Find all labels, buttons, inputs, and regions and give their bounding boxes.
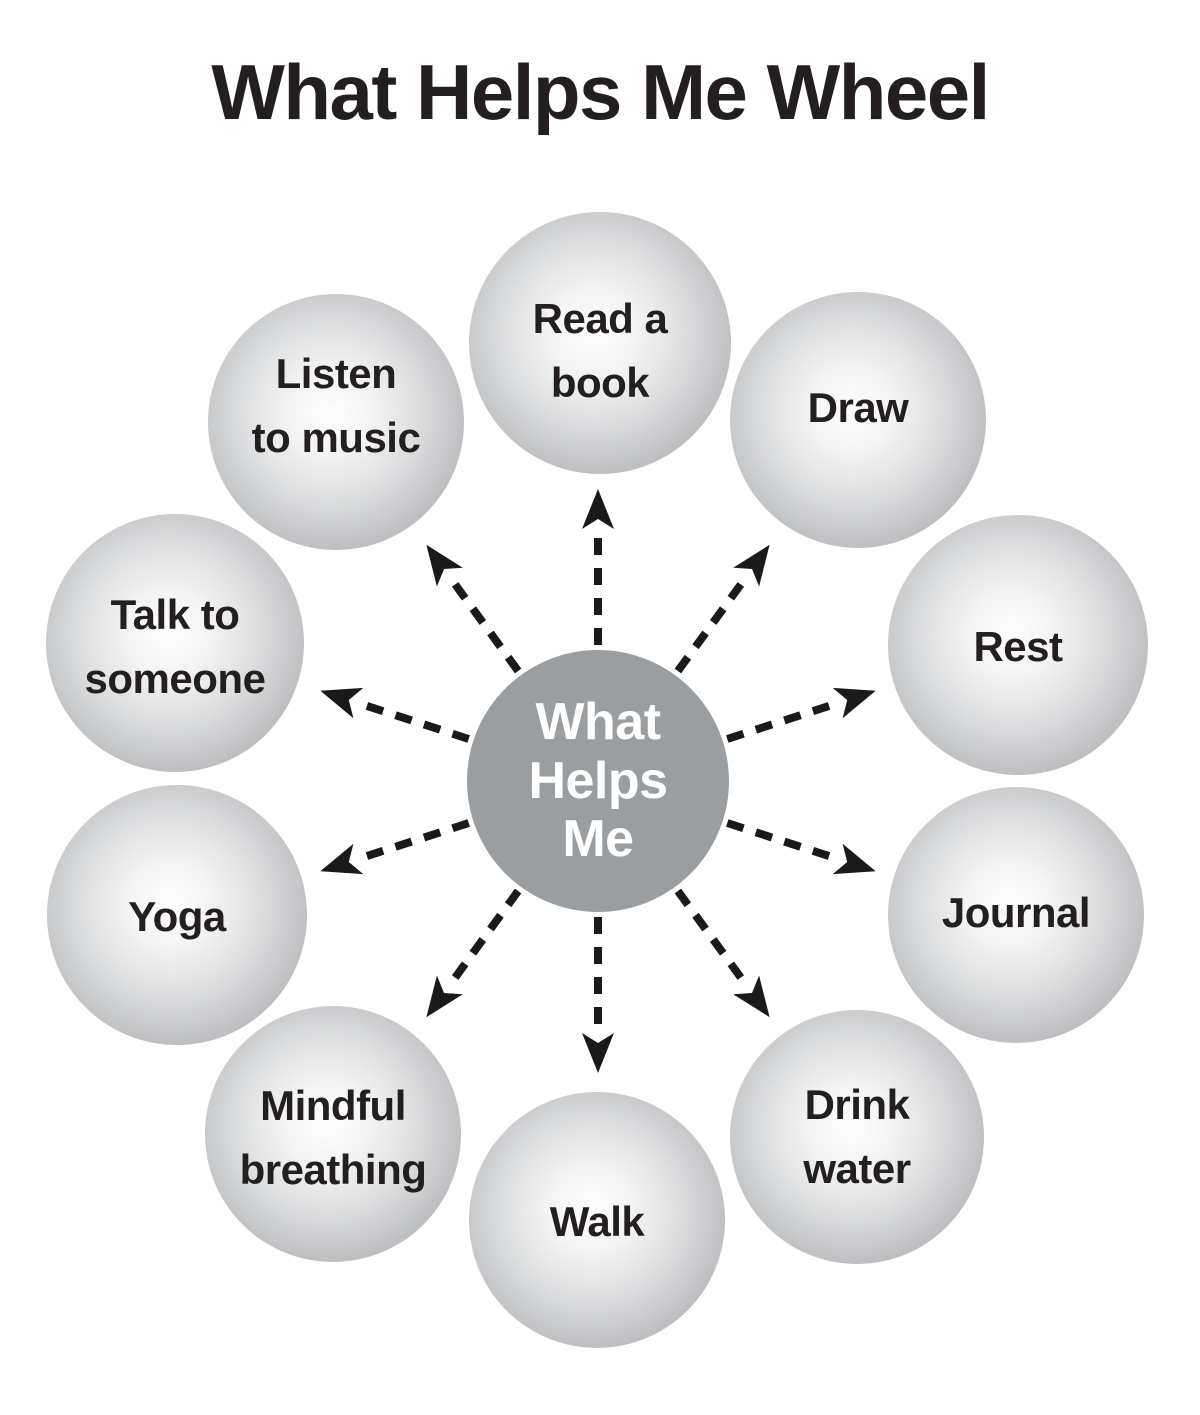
dashed-arrow-18deg [726, 819, 876, 875]
label-line: Journal [941, 889, 1091, 936]
dashed-arrow--54deg [674, 544, 770, 674]
dashed-arrow--18deg [726, 687, 876, 743]
wheel-node-read-a-book: Read a book [469, 212, 731, 474]
label-line: someone [84, 655, 266, 702]
arrowhead-icon [426, 544, 463, 587]
label-line: Rest [973, 623, 1063, 670]
label-line: book [550, 359, 650, 406]
arrow-shaft [726, 701, 834, 743]
label-line: Drink [804, 1081, 910, 1128]
dashed-arrow-54deg [674, 888, 770, 1018]
arrowhead-icon [582, 489, 614, 529]
label-line: Yoga [128, 893, 226, 940]
wheel-node-label-rest: Rest [973, 615, 1063, 679]
hub-circle: What Helps Me [467, 650, 729, 912]
wheel-node-label-drink-water: Drink water [803, 1073, 911, 1201]
arrow-shaft [674, 888, 746, 983]
label-line: Listen [275, 350, 397, 397]
dashed-arrow-126deg [426, 888, 522, 1018]
hub-label: What Helps Me [528, 692, 668, 869]
label-line: Mindful [260, 1082, 406, 1129]
dashed-arrow-234deg [426, 544, 522, 674]
label-line: Walk [549, 1198, 645, 1245]
dashed-arrow-162deg [320, 819, 470, 875]
wheel-node-label-read-a-book: Read a book [533, 287, 668, 415]
arrow-shaft [450, 888, 522, 983]
wheel-node-label-draw: Draw [808, 376, 909, 440]
wheel-node-yoga: Yoga [47, 785, 307, 1045]
dashed-arrow--90deg [582, 489, 614, 645]
wheel-node-listen-to-music: Listen to music [208, 294, 464, 550]
arrowhead-icon [582, 1033, 614, 1073]
arrowhead-icon [832, 687, 876, 719]
wheel-node-rest: Rest [888, 515, 1148, 775]
wheel-node-label-walk: Walk [549, 1190, 645, 1254]
label-line: Draw [807, 384, 909, 431]
wheel-node-walk: Walk [469, 1092, 725, 1348]
arrowhead-icon [832, 843, 876, 875]
wheel-node-journal: Journal [888, 787, 1144, 1043]
wheel-node-label-yoga: Yoga [128, 885, 226, 949]
arrow-shaft [362, 819, 470, 861]
wheel-node-label-journal: Journal [941, 881, 1091, 945]
arrowhead-icon [426, 975, 463, 1018]
hub-label-line: Helps [528, 751, 668, 810]
wheel-node-label-mindful-breathing: Mindful breathing [240, 1074, 427, 1202]
label-line: Read a [532, 295, 668, 342]
wheel-node-label-listen-to-music: Listen to music [252, 342, 421, 470]
wheel-node-talk-to-someone: Talk to someone [46, 514, 304, 772]
hub-label-line: What [535, 692, 661, 751]
arrowhead-icon [733, 975, 770, 1018]
wheel-node-drink-water: Drink water [730, 1010, 984, 1264]
wheel-node-draw: Draw [730, 292, 986, 548]
arrowhead-icon [320, 687, 364, 719]
arrow-shaft [726, 819, 834, 861]
arrowhead-icon [733, 544, 770, 587]
hub-label-line: Me [562, 810, 634, 869]
label-line: Talk to [110, 591, 240, 638]
dashed-arrow-198deg [320, 687, 470, 743]
label-line: breathing [239, 1146, 427, 1193]
label-line: to music [251, 414, 421, 461]
page-title: What Helps Me Wheel [211, 48, 990, 136]
wheel-node-mindful-breathing: Mindful breathing [205, 1006, 461, 1262]
arrow-shaft [450, 579, 522, 674]
arrowhead-icon [320, 843, 364, 875]
label-line: water [803, 1145, 911, 1192]
wheel-node-label-talk-to-someone: Talk to someone [85, 583, 266, 711]
arrow-shaft [362, 701, 470, 743]
dashed-arrow-90deg [582, 917, 614, 1073]
arrow-shaft [674, 579, 746, 674]
